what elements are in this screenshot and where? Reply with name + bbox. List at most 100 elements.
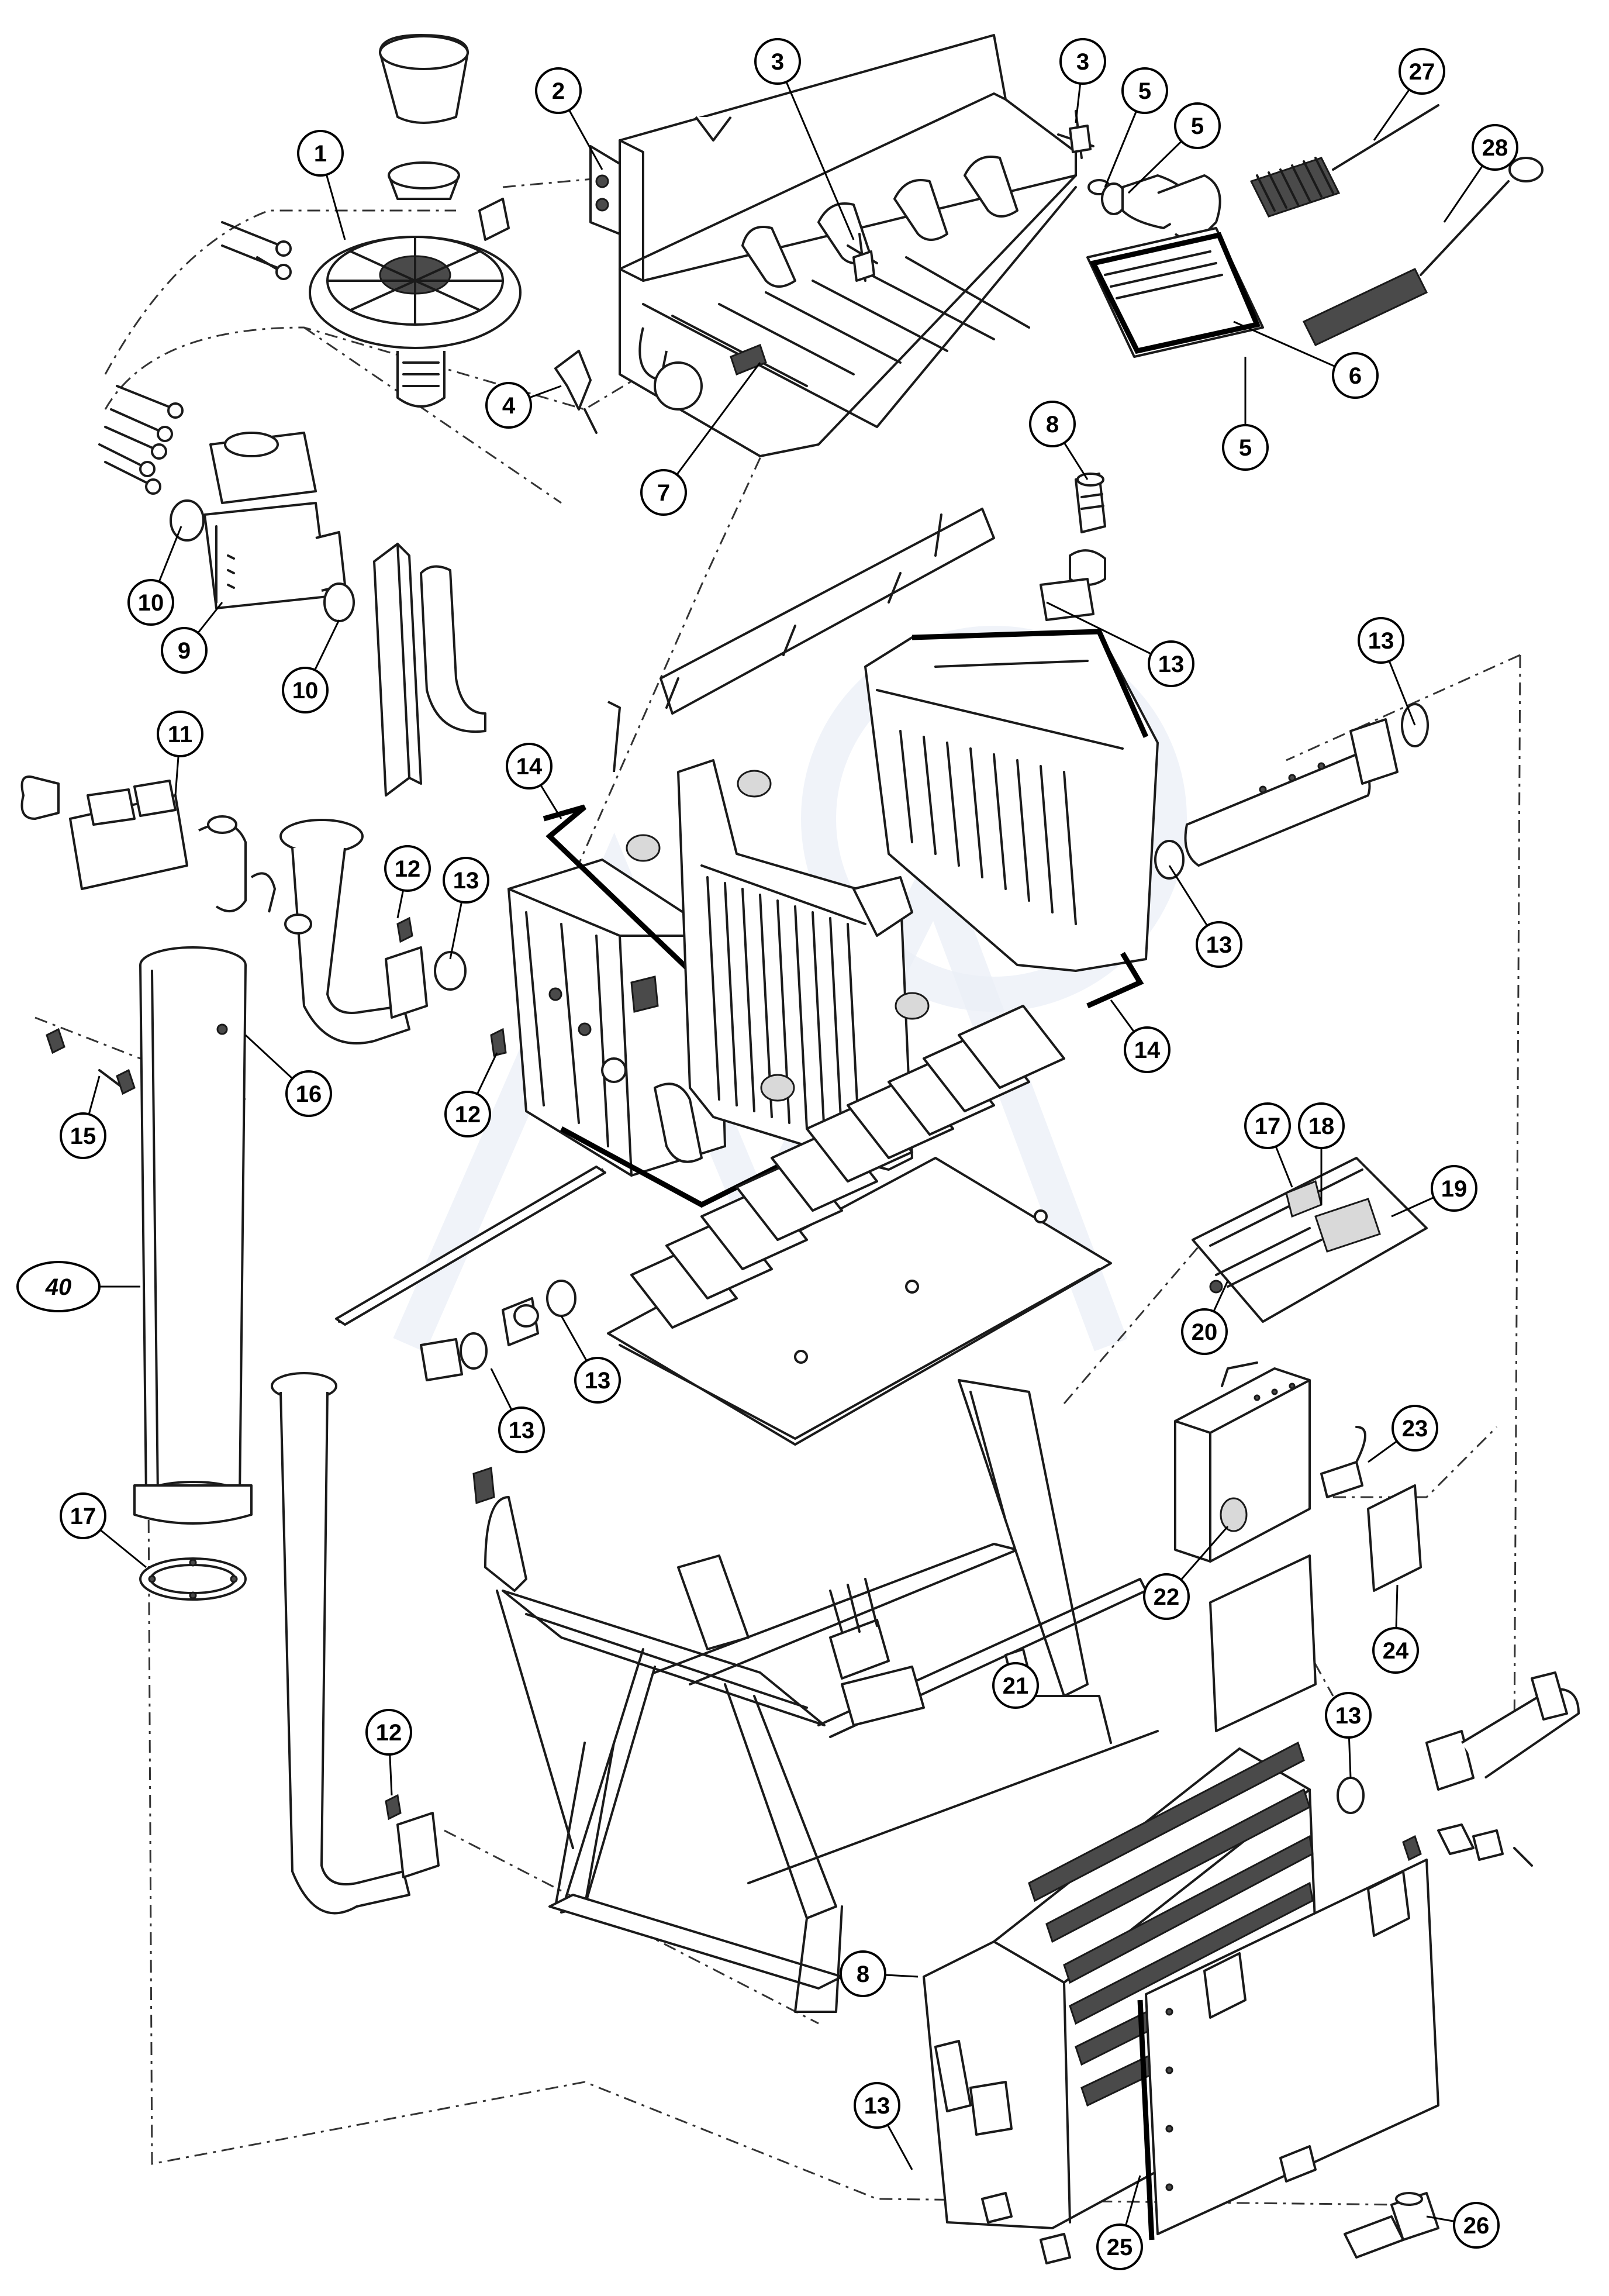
callout-circle <box>60 1492 106 1539</box>
callout-number: 15 <box>70 1123 96 1149</box>
callout-circle <box>157 711 203 757</box>
callout-circle <box>1222 424 1269 471</box>
callout-number: 27 <box>1409 59 1435 85</box>
callout-circle <box>1196 921 1242 968</box>
gas-valve-assembly <box>170 432 355 622</box>
callout-circle <box>1325 1692 1372 1739</box>
callout-number: 3 <box>1076 49 1089 75</box>
callout-number: 13 <box>509 1418 535 1443</box>
sensor-8-top <box>1040 473 1106 621</box>
callout-circle <box>365 1709 412 1756</box>
callout-circle <box>506 743 553 790</box>
callout-number: 8 <box>1046 412 1059 437</box>
callout-circle <box>282 667 329 713</box>
callout-circle <box>1174 102 1221 149</box>
callout-circle <box>1358 617 1404 664</box>
callout-circle <box>1399 48 1445 95</box>
callout-number: 12 <box>395 856 421 882</box>
callout-circle <box>1453 2202 1500 2249</box>
orings-and-burner <box>1086 174 1264 358</box>
callout-number: 12 <box>376 1720 402 1746</box>
callout-number: 23 <box>1402 1416 1428 1442</box>
callout-number: 11 <box>168 722 192 747</box>
callout-leader <box>662 362 761 493</box>
callout-number: 6 <box>1349 363 1362 389</box>
callout-circle <box>60 1112 106 1159</box>
callout-circle <box>1298 1102 1345 1149</box>
callout-number: 17 <box>1255 1113 1281 1139</box>
callout-number: 4 <box>502 393 516 419</box>
callout-number: 1 <box>314 141 327 167</box>
flue-tube-40 <box>133 946 253 1525</box>
callout-circle <box>1124 1026 1171 1073</box>
callout-number: 22 <box>1154 1584 1180 1610</box>
callout-number: 16 <box>296 1081 322 1107</box>
return-pipe-lower <box>271 1372 440 1915</box>
callout-circle <box>443 857 489 904</box>
callout-leader <box>776 61 855 240</box>
callout-number: 13 <box>453 868 479 894</box>
callout-number: 24 <box>1383 1638 1409 1664</box>
heat-exchanger-section-left <box>507 701 879 1208</box>
callout-circle <box>1392 1405 1438 1452</box>
callout-number: 8 <box>857 1961 869 1987</box>
cleaning-brushes <box>1249 104 1544 346</box>
heat-exchanger-section-right <box>660 508 1159 1009</box>
callout-number: 25 <box>1107 2235 1133 2260</box>
callout-number: 28 <box>1482 135 1508 161</box>
callout-circle <box>1148 640 1194 687</box>
callout-circle <box>1332 352 1379 399</box>
callout-circle <box>127 579 174 626</box>
callout-circle <box>1181 1308 1228 1355</box>
lower-gaskets <box>420 1280 576 1381</box>
callout-circle <box>1244 1102 1291 1149</box>
callout-number: 5 <box>1138 78 1151 104</box>
callout-number: 14 <box>1134 1037 1161 1063</box>
callout-circle <box>574 1357 621 1404</box>
callout-circle <box>1029 401 1076 447</box>
callout-circle <box>754 38 801 85</box>
callout-circle <box>535 67 582 114</box>
heat-exchanger-section-center <box>626 759 930 1171</box>
callout-number: 13 <box>864 2093 890 2119</box>
callout-circle <box>161 627 208 674</box>
drain-fittings <box>1279 2145 1439 2259</box>
secondary-heat-exchanger <box>923 1741 1439 2264</box>
callout-circle <box>285 1070 332 1117</box>
callout-number: 13 <box>585 1368 611 1394</box>
callout-circle <box>1431 1165 1477 1212</box>
outlet-pipe-lower <box>1337 1671 1580 1867</box>
callout-number: 3 <box>771 49 784 75</box>
callout-number: 13 <box>1335 1703 1362 1729</box>
burner-manifold-assembly <box>589 34 1077 457</box>
supply-pipe-right <box>1154 703 1429 880</box>
callout-number: 40 <box>45 1274 72 1300</box>
vertical-channel <box>373 543 486 797</box>
callout-number: 9 <box>178 638 191 664</box>
callout-circle <box>1059 38 1106 85</box>
callout-circle <box>384 845 431 892</box>
inlet-pipe-top <box>279 819 507 1057</box>
control-board <box>1192 1157 1428 1323</box>
control-housing <box>1174 1361 1422 1732</box>
callout-number: 10 <box>138 590 164 616</box>
callout-circle <box>840 1950 886 1997</box>
callout-number: 19 <box>1441 1176 1468 1202</box>
base-frame <box>472 1379 1159 2013</box>
callout-number: 7 <box>657 480 670 506</box>
callout-number: 2 <box>552 78 565 104</box>
callout-circle <box>1143 1573 1190 1620</box>
callout-number: 13 <box>1368 628 1394 654</box>
callout-number: 18 <box>1308 1113 1335 1139</box>
fittings-15 <box>46 1028 136 1095</box>
callout-number: 14 <box>516 754 543 780</box>
callout-circle <box>640 469 687 516</box>
combustion-blower <box>309 34 522 408</box>
callout-number: 10 <box>292 678 319 704</box>
blower-bolts <box>98 221 292 495</box>
callout-circle <box>1472 124 1518 171</box>
bracket-4 <box>554 350 598 434</box>
callout-number: 5 <box>1239 435 1252 461</box>
